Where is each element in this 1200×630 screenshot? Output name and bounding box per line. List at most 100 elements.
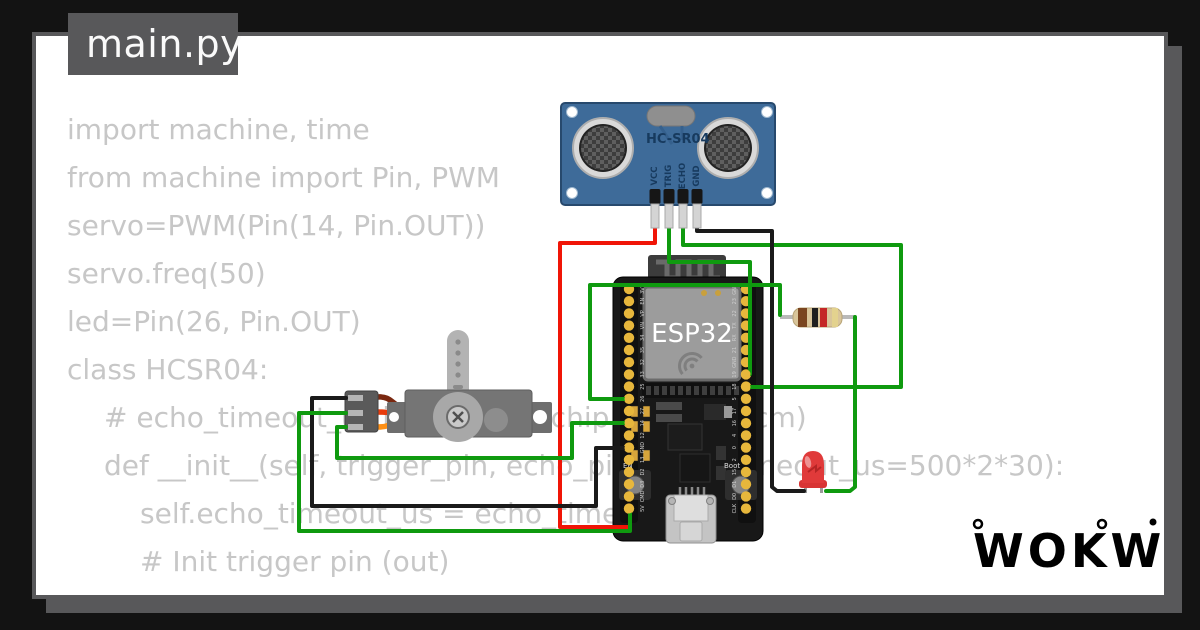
servo-connector	[344, 390, 379, 433]
module-teeth	[646, 386, 739, 395]
wire-echo-green[interactable]	[681, 196, 903, 389]
connection-dot	[624, 394, 634, 404]
wire-servo-5v[interactable]	[297, 411, 632, 533]
esp32-pin-right[interactable]	[740, 503, 752, 514]
esp32-pin-label: 23	[732, 298, 738, 304]
wire-sleeve	[664, 203, 674, 229]
esp32-pin-label: 12	[640, 432, 646, 438]
esp32-pin-left[interactable]	[623, 430, 635, 441]
esp32-pin-left[interactable]	[623, 479, 635, 490]
wire-resistor-led[interactable]	[824, 315, 857, 493]
esp32-pin-label: VP	[640, 310, 646, 316]
code-line: from machine import Pin, PWM	[67, 161, 500, 194]
resistor-band	[832, 308, 838, 327]
code-line: # Init trigger pin (out)	[140, 545, 450, 578]
esp32-pin-label: VN	[640, 322, 646, 329]
esp32-pin-left[interactable]	[623, 357, 635, 368]
crystal	[646, 105, 696, 127]
esp32-pin-left[interactable]	[623, 381, 635, 392]
esp32-pin-left[interactable]	[623, 491, 635, 502]
wire-servo-gnd[interactable]	[310, 396, 631, 508]
module-dot	[701, 290, 707, 296]
resistor-band	[798, 308, 807, 327]
resistor-lead	[780, 315, 795, 319]
wire-gpio26-resistor[interactable]	[588, 283, 782, 401]
resistor[interactable]	[780, 307, 856, 328]
hcsr04-pin[interactable]	[691, 189, 703, 204]
esp32-pin-label: D0	[732, 493, 738, 500]
code-line: servo=PWM(Pin(14, Pin.OUT))	[67, 209, 486, 242]
esp32-pin-label: 33	[640, 371, 646, 377]
esp32-pin-label: CLK	[732, 503, 738, 513]
esp32-pin-right[interactable]	[740, 442, 752, 453]
esp32-pin-left[interactable]	[623, 405, 635, 417]
esp32-pin-label: 3V3	[640, 284, 646, 294]
wire-sleeve	[678, 203, 688, 229]
esp32-pin-right[interactable]	[740, 454, 752, 465]
esp32-pin-left[interactable]	[623, 454, 635, 465]
esp32-pin-label: 5	[732, 397, 738, 400]
file-tab: main.py	[68, 13, 243, 75]
module-dot	[715, 290, 721, 296]
wokwi-logo-text: WOKWI	[973, 524, 1164, 578]
esp32-pin-right[interactable]	[740, 418, 752, 429]
connection-dot	[741, 382, 751, 392]
hcsr04-label: HC-SR04	[646, 132, 710, 147]
esp32-pin-left[interactable]	[623, 369, 635, 380]
esp32-pin-right[interactable]	[740, 430, 752, 441]
resistor-band	[820, 308, 827, 327]
code-line: servo.freq(50)	[67, 257, 266, 290]
led-highlight	[804, 456, 812, 468]
code-line: import machine, time	[67, 113, 370, 146]
esp32-pin-label: 16	[732, 420, 738, 426]
led-bulb	[802, 451, 824, 483]
code-line: led=Pin(26, Pin.OUT)	[67, 305, 361, 338]
esp32-pin-label: 21	[732, 347, 738, 353]
esp32-pin-label: 2	[732, 458, 738, 461]
hcsr04-pin-label: VCC	[650, 166, 660, 185]
esp32-pin-right[interactable]	[740, 393, 752, 404]
esp32-pin-label: RX	[732, 334, 738, 341]
esp32-pin-left[interactable]	[623, 332, 635, 343]
usb-connector	[665, 487, 717, 544]
esp32-pin-right[interactable]	[740, 491, 752, 502]
esp32-board[interactable]: ESP32	[612, 255, 764, 544]
mount-hole	[761, 106, 773, 118]
hcsr04-pin[interactable]	[663, 189, 675, 204]
esp32-pin-label: 15	[732, 469, 738, 475]
resistor-bands	[798, 308, 838, 327]
servo-ear-hole	[389, 412, 399, 422]
hcsr04-pin[interactable]	[677, 189, 689, 204]
esp32-pin-left[interactable]	[623, 308, 635, 319]
esp32-pin-label: 17	[732, 408, 738, 414]
mount-hole	[566, 106, 578, 118]
led-red[interactable]	[799, 451, 827, 493]
logo-antenna-dot	[972, 518, 984, 530]
esp32-pin-label: EN	[640, 297, 646, 304]
connection-dots	[624, 369, 751, 514]
esp32-pin-right[interactable]	[740, 466, 752, 478]
esp32-pin-label: 32	[640, 359, 646, 365]
esp32-pin-left[interactable]	[623, 344, 635, 356]
wokwi-logo: WOKWI	[972, 518, 1164, 578]
code-line: class HCSR04:	[67, 353, 269, 386]
esp32-pin-right[interactable]	[740, 405, 752, 417]
esp32-pin-left[interactable]	[623, 466, 635, 478]
esp32-pin-label: 26	[640, 396, 646, 402]
esp32-pin-label: D1	[732, 481, 738, 488]
esp32-pin-left[interactable]	[623, 320, 635, 331]
connection-dot	[624, 443, 634, 453]
esp32-pin-label: 22	[732, 310, 738, 316]
servo-secondary-gear	[484, 408, 508, 432]
resistor-lead	[840, 315, 856, 319]
logo-antenna-dot	[1096, 518, 1108, 530]
esp32-pin-right[interactable]	[740, 479, 752, 490]
wire-gpio14-servo[interactable]	[335, 421, 631, 460]
esp32-pin-label: 19	[732, 371, 738, 377]
hcsr04-pin[interactable]	[649, 189, 661, 204]
servo-motor[interactable]	[344, 330, 552, 442]
servo-ear-hole	[533, 410, 547, 424]
esp32-pin-left[interactable]	[623, 296, 635, 307]
